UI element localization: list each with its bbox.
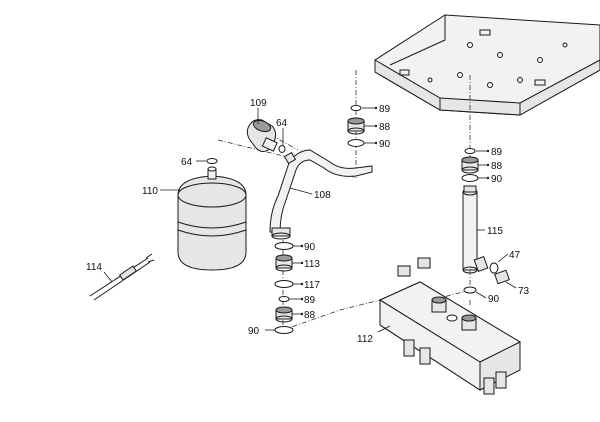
callout-90-left-top: 90 xyxy=(304,242,316,253)
callout-115: 115 xyxy=(487,226,503,237)
callout-90-lower-right: 90 xyxy=(488,294,500,305)
expansion-vessel xyxy=(177,166,247,271)
callout-73: 73 xyxy=(518,286,530,297)
vertical-tube xyxy=(462,185,478,274)
callout-117: 117 xyxy=(304,280,320,291)
o-ring-90-lower xyxy=(463,286,477,294)
callout-108: 108 xyxy=(314,190,331,201)
callout-88-left: 88 xyxy=(304,310,316,321)
callout-88-right: 88 xyxy=(491,161,503,172)
o-ring-64-elbow xyxy=(278,145,286,153)
leader-lines xyxy=(103,106,517,333)
callout-109: 109 xyxy=(250,98,267,109)
seal-stack-top xyxy=(347,105,365,147)
callout-88-top: 88 xyxy=(379,122,391,133)
callout-89-left: 89 xyxy=(304,295,316,306)
callout-110: 110 xyxy=(142,186,158,197)
seal-stack-right xyxy=(461,148,479,182)
callout-114: 114 xyxy=(86,262,102,273)
hydraulic-manifold xyxy=(378,257,522,395)
callout-64-vessel: 64 xyxy=(181,157,193,168)
mounting-frame xyxy=(374,14,600,116)
o-ring-64-vessel xyxy=(206,158,218,164)
callout-112: 112 xyxy=(357,334,373,345)
callout-113: 113 xyxy=(304,259,320,270)
callout-47: 47 xyxy=(509,250,521,261)
callout-labels: 109 64 64 110 108 114 89 88 90 89 88 90 … xyxy=(86,98,530,345)
seal-stack-left xyxy=(274,242,294,334)
callout-89-top: 89 xyxy=(379,104,391,115)
sensor-probe xyxy=(89,253,155,301)
callout-90-left-bottom: 90 xyxy=(248,326,260,337)
callout-64-elbow: 64 xyxy=(276,118,288,129)
side-fittings xyxy=(473,256,510,285)
connection-pipe xyxy=(269,149,373,240)
elbow-connector xyxy=(246,119,278,153)
callout-90-right: 90 xyxy=(491,174,503,185)
callout-90-top: 90 xyxy=(379,139,391,150)
callout-89-right: 89 xyxy=(491,147,503,158)
